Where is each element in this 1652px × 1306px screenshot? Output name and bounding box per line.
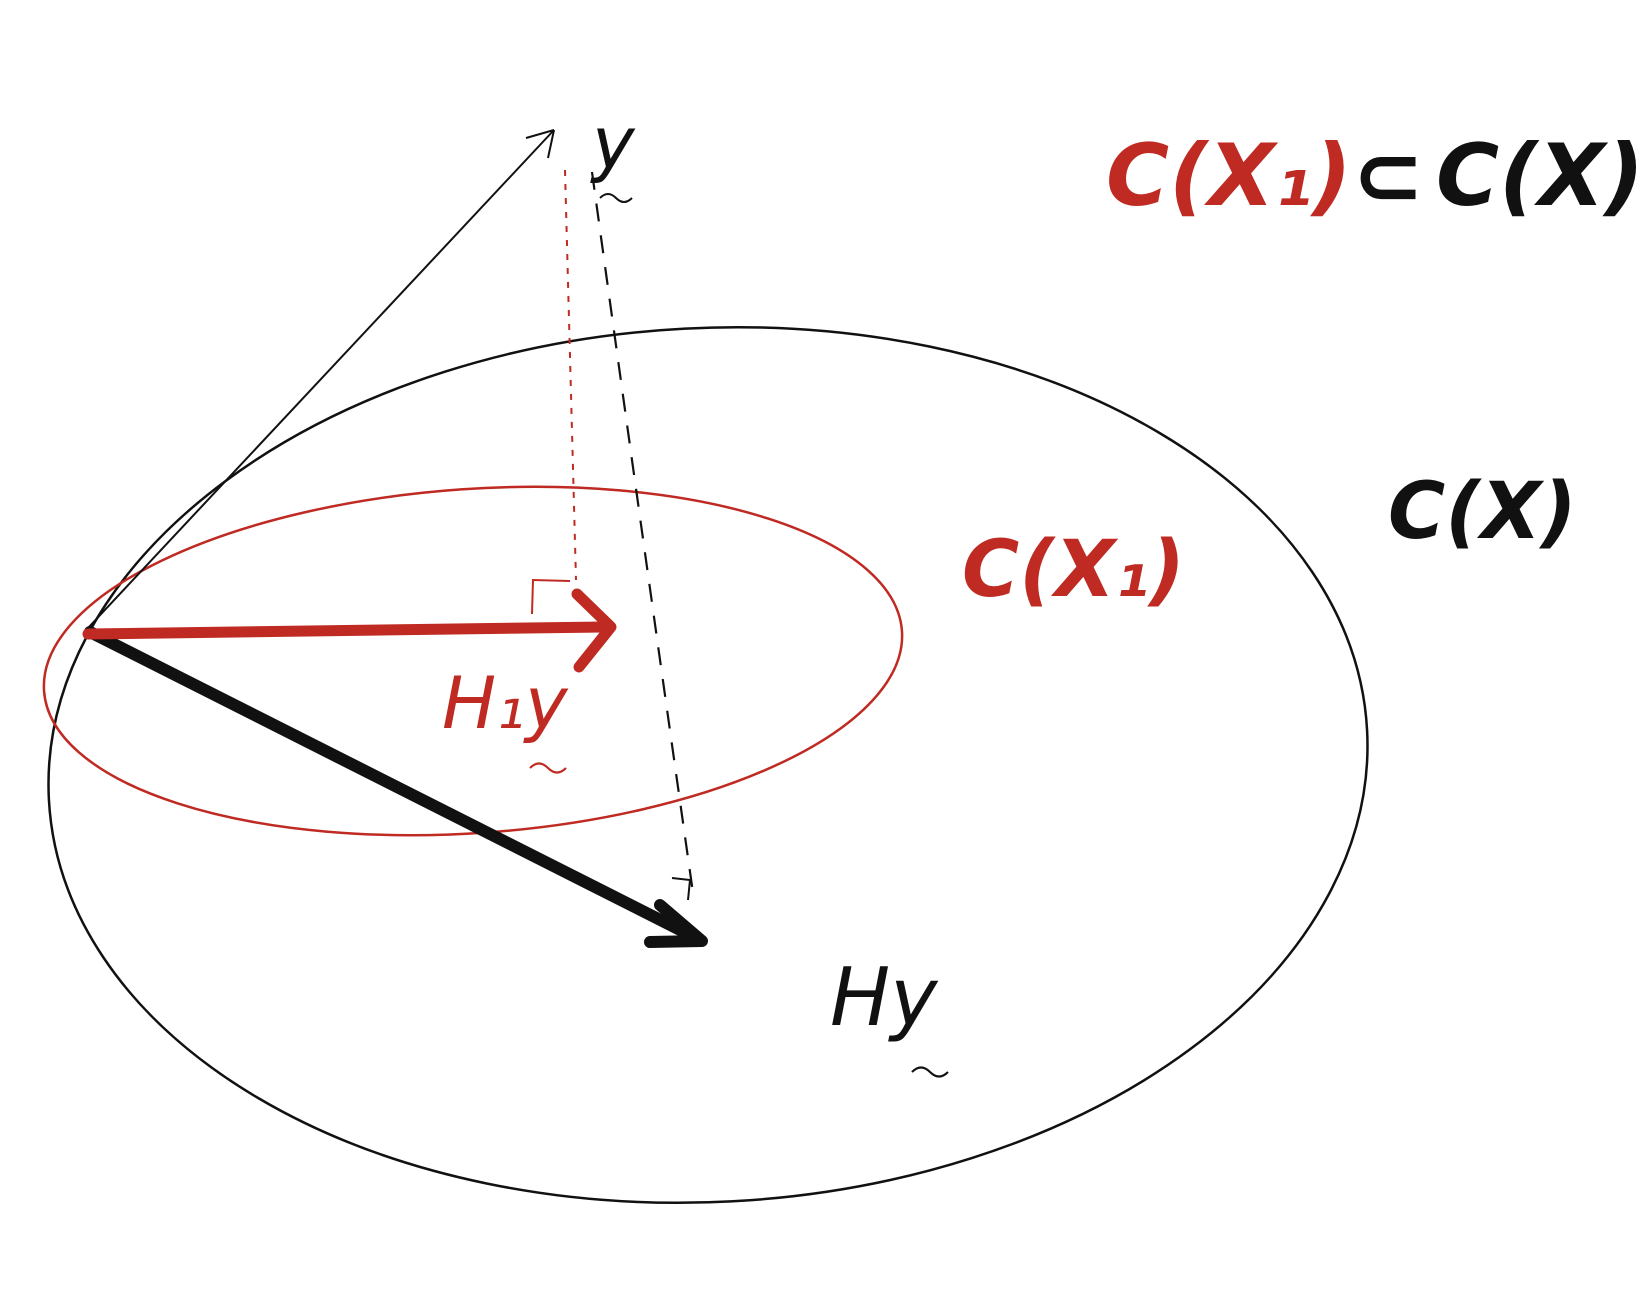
label-h1y: H₁y <box>442 661 569 774</box>
projection-dashed-line <box>590 171 696 901</box>
label-hy-text: Hy <box>830 951 939 1044</box>
subset-relation: C(X₁) ⊂ C(X) <box>1106 126 1644 226</box>
column-space-cx-ellipse <box>47 325 1369 1205</box>
vector-hy <box>84 626 708 948</box>
label-y: y <box>590 101 636 203</box>
label-h1y-tilde <box>529 762 567 774</box>
label-h1y-text: H₁y <box>442 661 569 745</box>
subset-relation-left: C(X₁) <box>1106 126 1352 226</box>
subset-relation-right: C(X) <box>1436 126 1644 226</box>
label-cx1: C(X₁) <box>962 525 1185 615</box>
vector-y <box>87 129 555 629</box>
label-y-text: y <box>590 101 636 185</box>
vector-h1y <box>82 588 617 673</box>
label-cx: C(X) <box>1388 467 1577 557</box>
subset-relation-operator: ⊂ <box>1352 126 1424 226</box>
right-angle-mark-red <box>531 578 571 615</box>
label-hy-tilde <box>911 1066 949 1078</box>
label-y-tilde <box>599 193 633 203</box>
right-angle-mark-black <box>671 877 692 901</box>
label-hy: Hy <box>830 951 949 1078</box>
projection-dotted-line <box>564 169 577 581</box>
